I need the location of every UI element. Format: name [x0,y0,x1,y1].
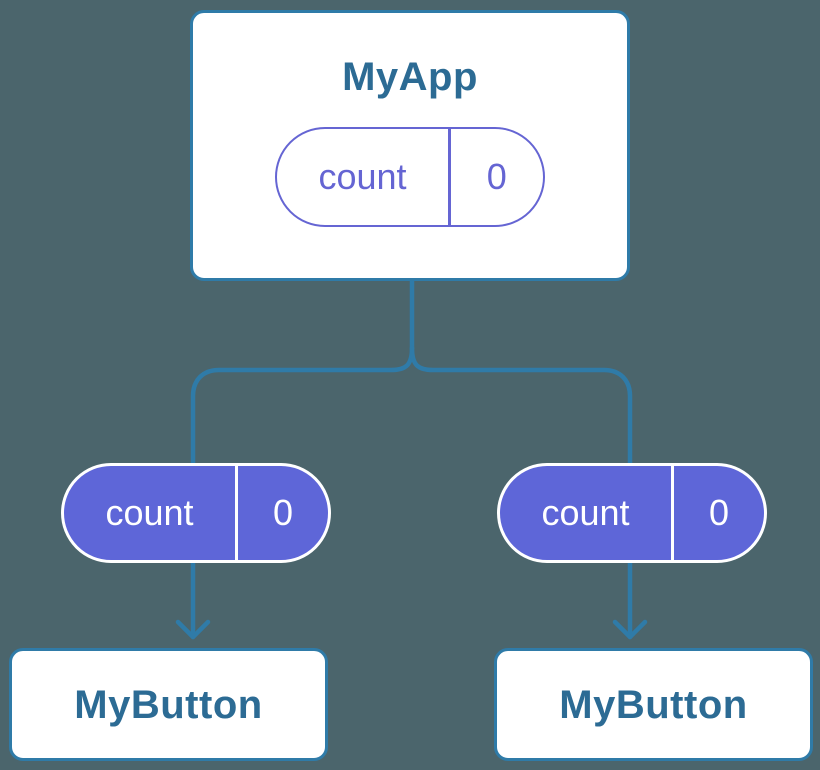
node-title: MyApp [342,55,478,99]
prop-pill-right: count 0 [497,463,767,563]
state-name: count [105,492,194,533]
state-name: count [318,156,407,197]
arrowhead-right-icon [612,619,648,640]
pill-divider [671,466,674,560]
node-mybutton-left: MyButton [9,648,328,761]
prop-pill-left: count 0 [61,463,331,563]
node-title: MyButton [74,682,263,727]
state-value: 0 [708,492,730,533]
node-mybutton-right: MyButton [494,648,813,761]
node-title: MyButton [559,682,748,727]
arrowhead-left-icon [175,619,211,640]
state-value: 0 [486,156,507,197]
pill-divider [448,129,451,225]
state-pill-myapp: count 0 [275,127,545,227]
state-name: count [541,492,630,533]
state-value: 0 [272,492,294,533]
pill-divider [235,466,238,560]
connector-branch-left [190,345,415,640]
connector-branch-right [409,345,633,640]
node-myapp: MyApp count 0 [190,10,630,281]
